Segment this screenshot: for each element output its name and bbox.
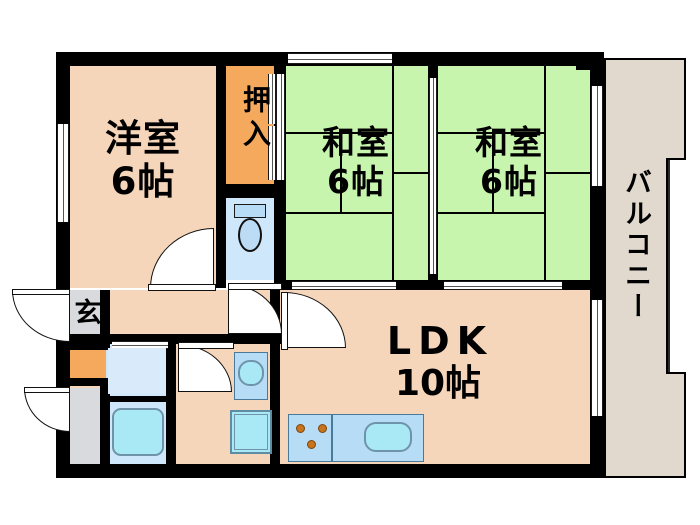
entrance-door-lower-leaf[interactable] — [24, 387, 70, 393]
sliding-door-washitsu1-bottom — [292, 281, 396, 290]
washbasin-icon — [238, 360, 264, 386]
toilet-door-leaf[interactable] — [228, 283, 282, 290]
ldk-label-size: 10帖 — [394, 363, 482, 404]
window-washitsu1-top — [288, 53, 392, 64]
oshiire-floor — [226, 66, 274, 184]
balcony-notch-fill — [606, 160, 668, 372]
yoshitsu-label-name: 洋室 — [105, 117, 181, 160]
balcony-outline-right-upper — [684, 58, 686, 160]
wall-bathroom-right — [166, 344, 176, 464]
window-yoshitsu-left — [57, 124, 69, 222]
wall-shoe-cabinet-bottom — [70, 378, 110, 386]
washitsu1-label-name: 和室 — [322, 123, 390, 162]
wall-shoe-cabinet-top — [70, 342, 110, 350]
sliding-door-ldk-balcony — [591, 300, 603, 416]
washitsu2-label-name: 和室 — [475, 123, 543, 162]
wall-hallway-bottom — [56, 334, 176, 344]
window-washitsu2-right — [591, 86, 603, 186]
wall-washroom-right — [270, 344, 280, 464]
yoshitsu-door-leaf[interactable] — [148, 284, 216, 291]
entrance-door-upper-arc[interactable] — [12, 290, 70, 342]
stove-icon — [288, 414, 332, 462]
stove-burner — [296, 424, 305, 433]
shoe-cabinet — [70, 348, 106, 380]
washitsu2-label-size: 6帖 — [480, 162, 538, 201]
toilet-bowl-icon — [238, 218, 262, 252]
tatami-line — [544, 172, 590, 174]
balcony-label: バルコニー — [620, 168, 651, 323]
balcony-outline-right-lower — [684, 372, 686, 478]
yoshitsu-label-size: 6帖 — [110, 160, 176, 203]
balcony-outline-notch-bottom — [666, 372, 686, 374]
window-washitsu1-left — [276, 74, 285, 180]
balcony-outline-notch-right — [666, 158, 668, 374]
wall-washitsu-bottom — [276, 280, 590, 290]
stove-burner — [307, 440, 316, 449]
sink-icon — [364, 422, 412, 452]
entrance-door-upper-leaf[interactable] — [12, 289, 70, 295]
balcony-outline-left — [604, 58, 606, 478]
balcony-notch-cut — [668, 160, 688, 372]
oshiire-label: 押入 — [239, 85, 272, 153]
oshiire-door-upper — [268, 74, 276, 124]
tatami-line — [392, 172, 428, 174]
wall-hallway-bottom-right — [176, 334, 286, 344]
wall-yoshitsu-right — [216, 52, 226, 288]
bathtub-icon — [112, 408, 164, 456]
washitsu2-corner-notch — [576, 52, 592, 70]
stove-burner — [318, 424, 327, 433]
sliding-door-washitsu2-bottom — [444, 281, 562, 290]
toilet-tank-icon — [234, 204, 266, 218]
tatami-line — [340, 132, 342, 214]
wall-oshiire-bottom — [216, 184, 286, 198]
exterior-wall-bottom — [56, 464, 604, 478]
washing-machine-inner — [234, 414, 268, 450]
balcony-outline-bottom — [604, 476, 686, 478]
ldk-label-name: LDK — [386, 319, 494, 363]
ldk-door-leaf[interactable] — [281, 292, 288, 350]
wall-entry-right — [100, 378, 110, 464]
window-washitsu-divider — [429, 78, 437, 274]
balcony-outline-notch-top — [666, 158, 686, 160]
genkan-label: 玄 — [74, 298, 102, 329]
wall-bath-mid — [106, 396, 168, 402]
tatami-line — [492, 132, 494, 214]
bath-shower-area — [108, 348, 166, 394]
washroom-door-leaf[interactable] — [178, 342, 234, 349]
wall-genkan-right — [100, 290, 110, 344]
oshiire-door-lower — [268, 126, 276, 180]
wall-toilet-right — [274, 184, 286, 290]
entrance-door-lower-arc[interactable] — [24, 388, 70, 432]
yoshitsu-corner-notch — [70, 52, 94, 66]
washitsu1-label-size: 6帖 — [327, 162, 385, 201]
balcony-outline-top — [604, 58, 686, 60]
